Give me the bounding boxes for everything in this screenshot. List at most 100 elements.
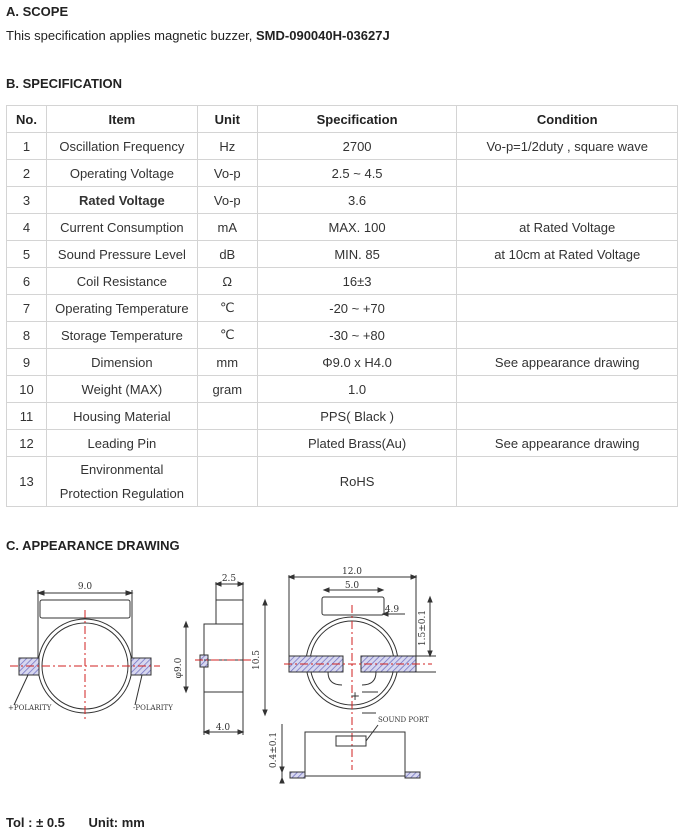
cell-spec: 2.5 ~ 4.5 — [256, 159, 458, 187]
cell-item: Operating Voltage — [45, 159, 198, 187]
cell-item-line2: Protection Regulation — [59, 485, 185, 501]
polarity-right-label: -POLARITY — [133, 704, 173, 712]
table-row: 3 Rated Voltage Vo-p 3.6 — [6, 186, 678, 214]
cell-condition — [456, 375, 678, 403]
cell-no: 5 — [6, 240, 47, 268]
cell-condition — [456, 402, 678, 430]
scope-text: This specification applies magnetic buzz… — [6, 28, 390, 43]
cell-condition: at Rated Voltage — [456, 213, 678, 241]
cell-no: 7 — [6, 294, 47, 322]
side-bottom-label: 4.0 — [216, 723, 231, 733]
table-row: 6 Coil Resistance Ω 16±3 — [6, 267, 678, 295]
table-row: 5 Sound Pressure Level dB MIN. 85 at 10c… — [6, 240, 678, 268]
bottom-vertical-label: 0.4±0.1 — [269, 732, 279, 768]
right-offset-label: 4.9 — [385, 605, 400, 615]
cell-condition — [456, 186, 678, 214]
cell-spec: 1.0 — [256, 375, 458, 403]
cell-spec: PPS( Black ) — [256, 402, 458, 430]
cell-item: Environmental Protection Regulation — [45, 456, 198, 507]
cell-item: Storage Temperature — [45, 321, 198, 349]
scope-text-prefix: This specification applies magnetic buzz… — [6, 28, 257, 43]
cell-spec: Plated Brass(Au) — [256, 429, 458, 457]
cell-no: 8 — [6, 321, 47, 349]
sound-port-label: SOUND PORT — [378, 716, 429, 724]
cell-item: Current Consumption — [45, 213, 198, 241]
cell-no: 9 — [6, 348, 47, 376]
cell-condition — [456, 267, 678, 295]
right-total-label: 12.0 — [342, 567, 362, 577]
bottom-view — [279, 724, 421, 784]
table-row: 1 Oscillation Frequency Hz 2700 Vo-p=1/2… — [6, 132, 678, 160]
top-width-label: 9.0 — [78, 582, 93, 592]
cell-unit — [196, 456, 258, 507]
cell-no: 3 — [6, 186, 47, 214]
cell-condition — [456, 321, 678, 349]
cell-unit — [196, 402, 258, 430]
table-row: 7 Operating Temperature ℃ -20 ~ +70 — [6, 294, 678, 322]
right-vertical-label: 1.5±0.1 — [418, 610, 428, 646]
cell-item: Oscillation Frequency — [45, 132, 198, 160]
cell-item-line1: Environmental — [80, 461, 164, 477]
table-row: 2 Operating Voltage Vo-p 2.5 ~ 4.5 — [6, 159, 678, 187]
cell-unit: dB — [196, 240, 258, 268]
specification-heading: B. SPECIFICATION — [6, 76, 123, 91]
model-number: SMD-090040H-03627J — [256, 28, 390, 43]
table-row: 8 Storage Temperature ℃ -30 ~ +80 — [6, 321, 678, 349]
cell-condition — [456, 159, 678, 187]
side-dia-label: φ9.0 — [174, 657, 184, 678]
cell-unit — [196, 429, 258, 457]
cell-spec: 3.6 — [256, 186, 458, 214]
specification-table: No. Item Unit Specification Condition 1 … — [6, 105, 678, 507]
polarity-left-label: +POLARITY — [8, 704, 52, 712]
cell-unit: mm — [196, 348, 258, 376]
cell-no: 13 — [6, 456, 47, 507]
tolerance-label: Tol : ± 0.5 — [6, 815, 65, 830]
cell-no: 12 — [6, 429, 47, 457]
cell-item: Leading Pin — [45, 429, 198, 457]
cell-spec: -20 ~ +70 — [256, 294, 458, 322]
cell-unit: Vo-p — [196, 186, 258, 214]
side-height-label: 10.5 — [252, 650, 262, 670]
table-row: 9 Dimension mm Φ9.0 x H4.0 See appearanc… — [6, 348, 678, 376]
cell-unit: Ω — [196, 267, 258, 295]
table-row: 12 Leading Pin Plated Brass(Au) See appe… — [6, 429, 678, 457]
column-header-specification: Specification — [256, 105, 458, 133]
cell-unit: gram — [196, 375, 258, 403]
cell-spec: RoHS — [256, 456, 458, 507]
scope-heading: A. SCOPE — [6, 4, 69, 19]
cell-item: Housing Material — [45, 402, 198, 430]
cell-unit: ℃ — [196, 294, 258, 322]
unit-label: Unit: mm — [88, 815, 145, 830]
column-header-item: Item — [45, 105, 198, 133]
cell-condition — [456, 456, 678, 507]
cell-item: Sound Pressure Level — [45, 240, 198, 268]
drawing-heading: C. APPEARANCE DRAWING — [6, 538, 180, 553]
appearance-drawing: 9.0 +POLARITY -POLARITY 2.5 φ9.0 10.5 4.… — [8, 567, 436, 784]
table-row: 10 Weight (MAX) gram 1.0 — [6, 375, 678, 403]
cell-condition: at 10cm at Rated Voltage — [456, 240, 678, 268]
column-header-no: No. — [6, 105, 47, 133]
right-inner-label: 5.0 — [345, 581, 360, 591]
column-header-condition: Condition — [456, 105, 678, 133]
cell-condition: See appearance drawing — [456, 348, 678, 376]
cell-no: 10 — [6, 375, 47, 403]
cell-spec: 16±3 — [256, 267, 458, 295]
side-top-label: 2.5 — [222, 574, 237, 584]
cell-no: 4 — [6, 213, 47, 241]
cell-no: 2 — [6, 159, 47, 187]
front-view — [284, 574, 436, 770]
cell-spec: MAX. 100 — [256, 213, 458, 241]
top-view — [10, 590, 160, 720]
cell-spec: MIN. 85 — [256, 240, 458, 268]
cell-no: 11 — [6, 402, 47, 430]
side-view — [183, 581, 268, 735]
table-row: 11 Housing Material PPS( Black ) — [6, 402, 678, 430]
cell-spec: -30 ~ +80 — [256, 321, 458, 349]
table-row: 4 Current Consumption mA MAX. 100 at Rat… — [6, 213, 678, 241]
cell-spec: 2700 — [256, 132, 458, 160]
cell-condition: Vo-p=1/2duty , square wave — [456, 132, 678, 160]
footer: Tol : ± 0.5 Unit: mm — [6, 815, 165, 830]
cell-no: 1 — [6, 132, 47, 160]
cell-no: 6 — [6, 267, 47, 295]
cell-item: Dimension — [45, 348, 198, 376]
